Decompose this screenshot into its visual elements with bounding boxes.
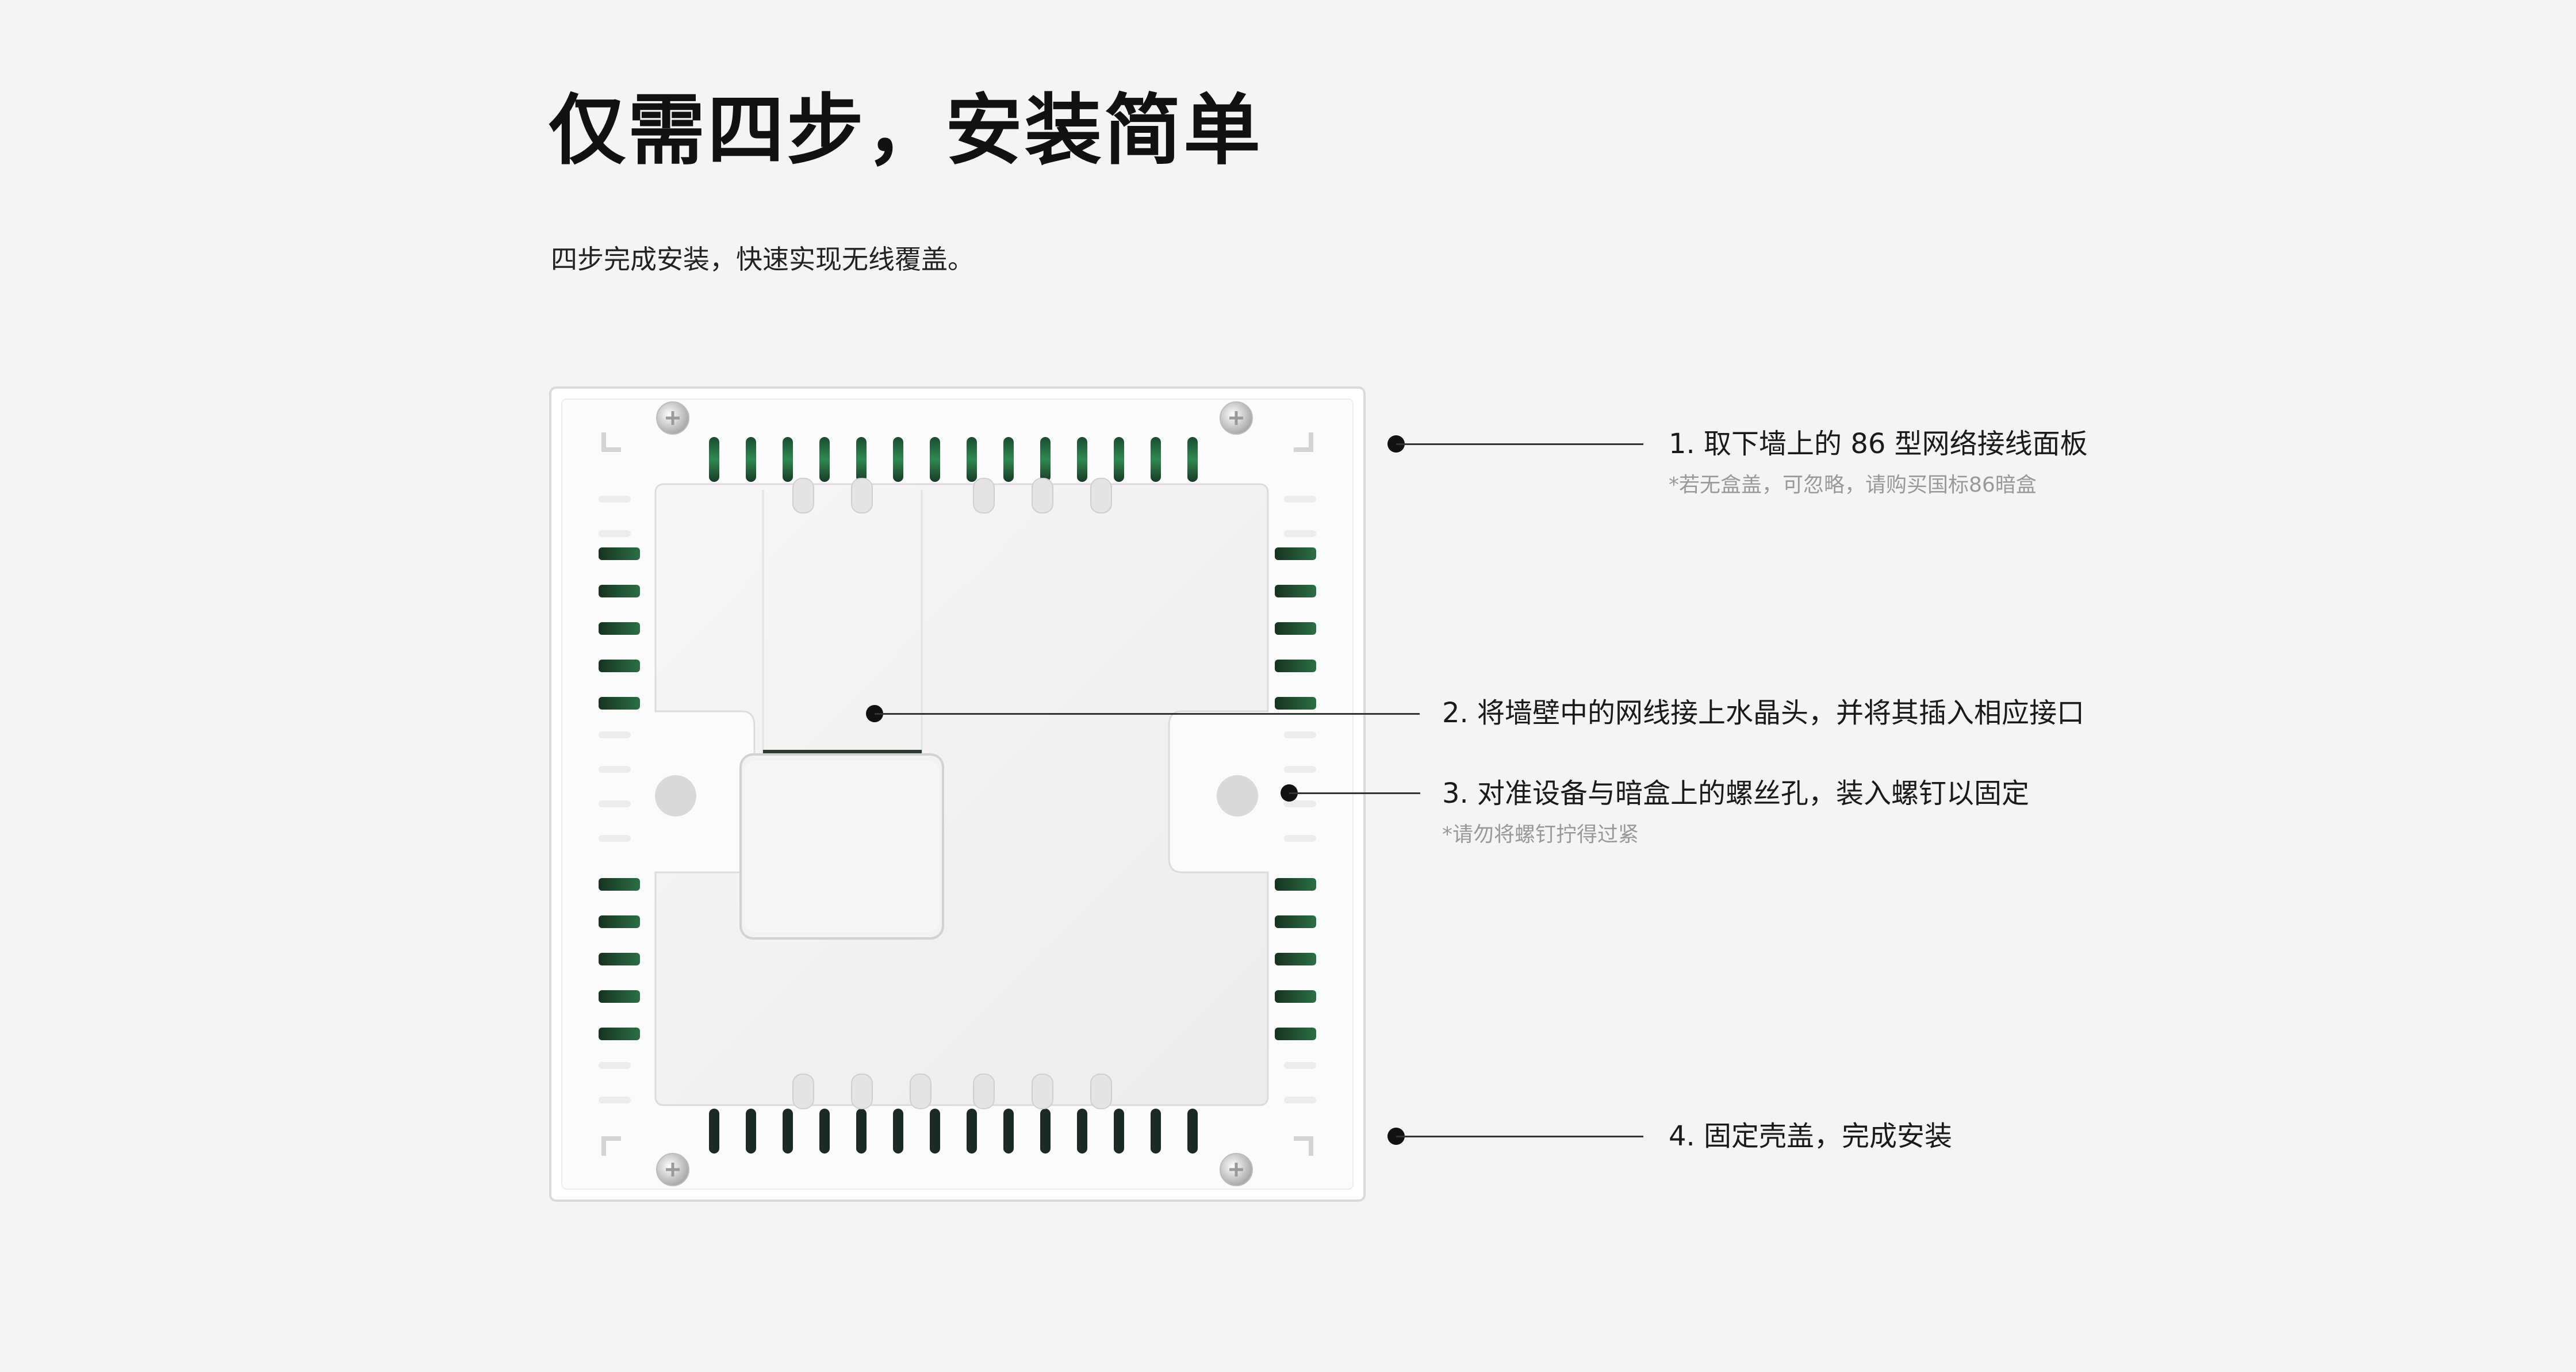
step-1-label: 1. 取下墙上的 86 型网络接线面板 bbox=[1669, 428, 2088, 460]
step-2-callout: 2. 将墙壁中的网线接上水晶头，并将其插入相应接口 bbox=[1442, 699, 2084, 727]
step-4-callout: 4. 固定壳盖，完成安装 bbox=[1669, 1122, 1952, 1150]
step-3-note: *请勿将螺钉拧得过紧 bbox=[1442, 823, 1639, 846]
step-1-note: *若无盒盖，可忽略，请购买国标86暗盒 bbox=[1669, 473, 2037, 497]
step-3-callout: 3. 对准设备与暗盒上的螺丝孔，装入螺钉以固定 *请勿将螺钉拧得过紧 bbox=[1442, 780, 2029, 845]
step-4-leader-line bbox=[1396, 1136, 1643, 1137]
step-2-leader-line bbox=[875, 713, 1420, 715]
step-1-callout: 1. 取下墙上的 86 型网络接线面板 *若无盒盖，可忽略，请购买国标86暗盒 bbox=[1669, 430, 2088, 496]
step-3-label: 3. 对准设备与暗盒上的螺丝孔，装入螺钉以固定 bbox=[1442, 777, 2030, 810]
step-3-leader-line bbox=[1289, 792, 1420, 794]
device-back-panel-image bbox=[549, 386, 1366, 1202]
page-title: 仅需四步，安装简单 bbox=[549, 86, 1263, 175]
step-2-label: 2. 将墙壁中的网线接上水晶头，并将其插入相应接口 bbox=[1442, 697, 2085, 729]
page-subtitle: 四步完成安装，快速实现无线覆盖。 bbox=[551, 244, 974, 275]
step-4-label: 4. 固定壳盖，完成安装 bbox=[1669, 1120, 1953, 1152]
step-1-leader-line bbox=[1396, 443, 1643, 445]
